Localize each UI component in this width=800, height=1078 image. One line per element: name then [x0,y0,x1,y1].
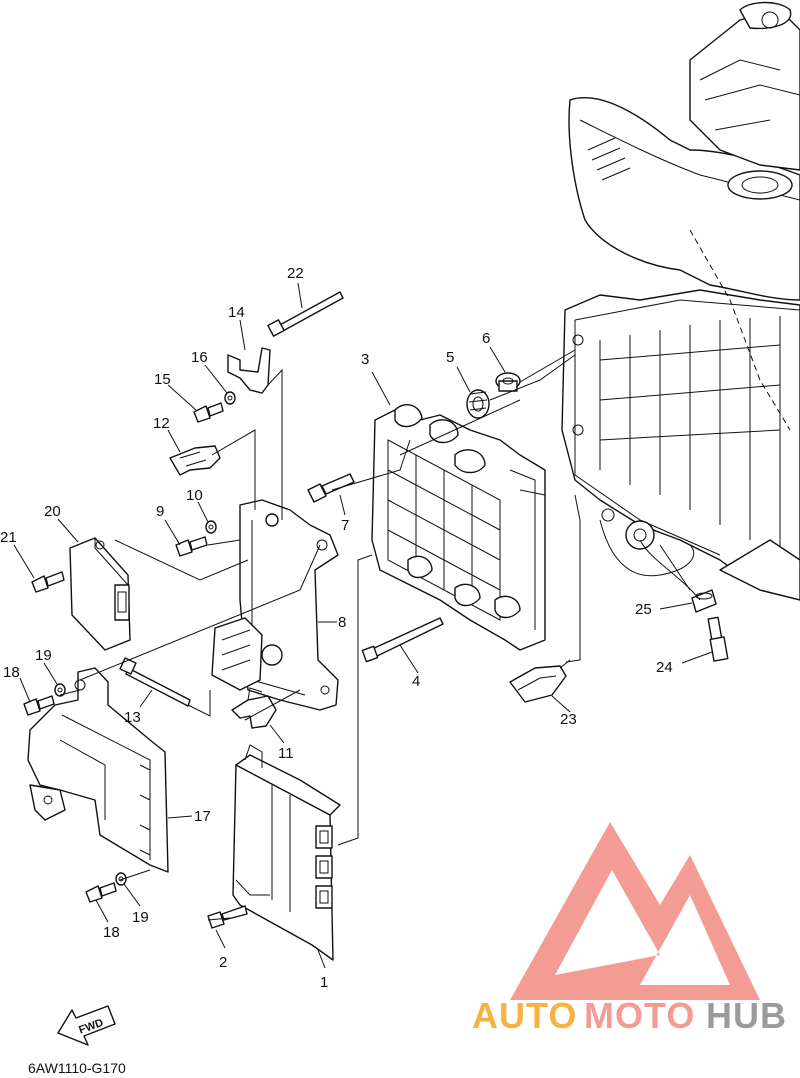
part-10-washer [205,520,217,534]
part-1-ecu [232,744,341,961]
callout-18-lower: 18 [103,924,120,941]
part-23-sensor [509,659,571,703]
part-17-bracket [27,667,169,873]
callout-25: 25 [635,601,652,618]
callout-19-lower: 19 [132,909,149,926]
part-18-bolt-lower [85,882,117,903]
callout-18-upper: 18 [3,664,20,681]
callout-7: 7 [341,517,349,534]
callout-12: 12 [153,415,170,432]
engine-block [561,1,800,601]
callout-3: 3 [361,351,369,368]
part-6-collar [495,372,521,392]
fwd-arrow-icon: FWD [57,1005,116,1046]
part-15-bolt [193,402,224,423]
part-18-bolt-upper [23,695,55,716]
callout-1: 1 [320,974,328,991]
part-2-bolt [207,905,248,929]
callout-13: 13 [124,709,141,726]
callout-19-upper: 19 [35,647,52,664]
callout-17: 17 [194,808,211,825]
callout-2: 2 [219,954,227,971]
part-11-clip [231,687,277,729]
part-24-sensor [707,616,729,662]
watermark-triangle-icon [510,822,760,1000]
part-3-mount-plate [371,404,546,651]
callout-15: 15 [154,371,171,388]
diagram-code: 6AW1110-G170 [28,1060,126,1076]
callout-21: 21 [0,529,17,546]
part-22-cable-tie [267,291,344,337]
callout-11: 11 [278,745,294,762]
part-13-cable-tie [119,657,191,707]
callout-8: 8 [338,614,346,631]
watermark-word-moto: MOTO [584,995,695,1036]
watermark-word-hub: HUB [706,995,787,1036]
part-12-clamp [169,445,221,476]
part-20-module [69,537,131,651]
callout-14: 14 [228,304,245,321]
callout-9: 9 [156,503,164,520]
callout-5: 5 [446,349,454,366]
watermark-logo: AUTO MOTO HUB [472,822,787,1036]
callout-10: 10 [186,487,203,504]
callout-16: 16 [191,349,208,366]
part-5-grommet [466,389,490,419]
part-7-bolt [307,473,355,503]
part-4-cable-tie [361,617,444,663]
part-8-bracket [211,499,339,711]
part-14-bracket-clip [227,347,271,394]
part-25-grommet [691,589,717,613]
callout-leaders [13,282,713,969]
part-16-washer [224,391,236,405]
callout-22: 22 [287,265,304,282]
watermark-word-auto: AUTO [472,995,577,1036]
callout-24: 24 [656,659,673,676]
callout-20: 20 [44,503,61,520]
callout-23: 23 [560,711,577,728]
cylinder-ribs [599,316,781,555]
reference-lines [59,349,701,921]
part-19-washer-upper [54,683,66,697]
plate-grid [387,455,501,605]
callout-4: 4 [412,673,420,690]
vent-slots [587,137,631,181]
callout-6: 6 [482,330,490,347]
part-21-bolt [31,571,65,593]
callout-numbers: 1 2 3 4 5 6 7 8 9 10 11 12 13 14 15 16 1… [0,265,673,991]
part-9-bolt [175,536,208,557]
